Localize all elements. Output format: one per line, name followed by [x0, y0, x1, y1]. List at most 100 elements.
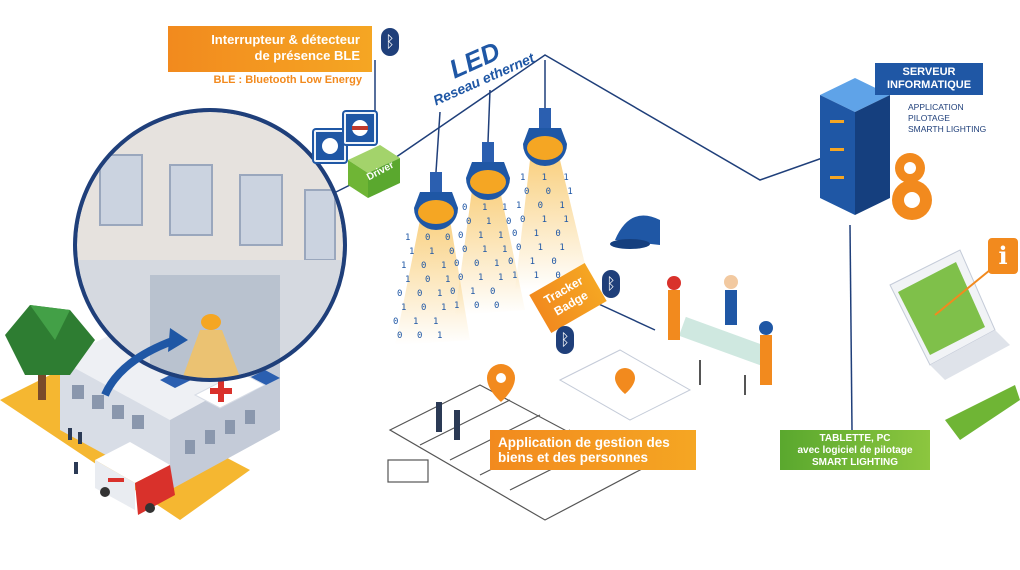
zoom-arrow: [101, 336, 177, 397]
binary-digit: 1: [478, 273, 483, 283]
binary-digit: 1: [563, 173, 568, 183]
smartphone: [558, 349, 692, 421]
bluetooth-icon-switch: ᛒ: [381, 28, 399, 56]
info-icon: i: [988, 238, 1018, 274]
binary-digit: 1: [405, 233, 410, 243]
tablet-device: [945, 385, 1020, 440]
ble-switch-title-line1: Interrupteur & détecteur: [211, 32, 360, 47]
binary-digit: 1: [498, 273, 503, 283]
binary-digit: 0: [546, 187, 551, 197]
binary-digit: 1: [478, 231, 483, 241]
binary-digit: 1: [445, 275, 450, 285]
binary-digit: 0: [393, 317, 398, 327]
server-title-line2: INFORMATIQUE: [886, 79, 972, 91]
binary-digit: 0: [538, 201, 543, 211]
binary-digit: 1: [401, 303, 406, 313]
binary-digit: 0: [494, 301, 499, 311]
led-bulb-3: [523, 108, 567, 166]
binary-digit: 1: [486, 217, 491, 227]
binary-digit: 1: [534, 271, 539, 281]
binary-digit: 1: [441, 303, 446, 313]
server-description: APPLICATION PILOTAGE SMARTH LIGHTING: [908, 102, 986, 135]
info-icon-glyph: i: [998, 241, 1008, 270]
binary-digit: 0: [516, 243, 521, 253]
binary-digit: 1: [538, 243, 543, 253]
binary-digit: 1: [482, 203, 487, 213]
binary-digit: 0: [508, 257, 513, 267]
light-beams: [395, 160, 590, 345]
binary-digit: 0: [397, 289, 402, 299]
binary-digit: 1: [530, 257, 535, 267]
plan-people: [436, 402, 460, 440]
bluetooth-icon-tracker: ᛒ: [602, 270, 620, 298]
binary-digit: 1: [563, 215, 568, 225]
binary-digit: 1: [429, 247, 434, 257]
driver-box: [348, 145, 400, 198]
badge-cap: [610, 215, 660, 249]
binary-digit: 0: [397, 331, 402, 341]
binary-digit: 1: [470, 287, 475, 297]
binary-digit: 0: [462, 203, 467, 213]
binary-digit: 1: [542, 215, 547, 225]
server-desc-line3: SMARTH LIGHTING: [908, 124, 987, 134]
binary-digit: 0: [458, 273, 463, 283]
binary-digit: 1: [405, 275, 410, 285]
tablet-line2: avec logiciel de pilotage: [797, 445, 913, 456]
binary-digit: 0: [462, 245, 467, 255]
binary-digit: 1: [498, 231, 503, 241]
ambulance: [95, 442, 175, 515]
ble-switch-label: Interrupteur & détecteur de présence BLE: [168, 26, 372, 72]
binary-digit: 1: [441, 261, 446, 271]
binary-digit: 0: [449, 247, 454, 257]
binary-digit: 1: [409, 247, 414, 257]
tablet-pc-label: TABLETTE, PC avec logiciel de pilotage S…: [780, 430, 930, 470]
binary-digit: 1: [502, 245, 507, 255]
tablet-line1: TABLETTE, PC: [819, 433, 891, 444]
ble-subtitle: BLE : Bluetooth Low Energy: [213, 74, 363, 86]
switch-button-on: [314, 130, 346, 162]
binary-digit: 1: [437, 289, 442, 299]
ble-switch-title-line2: de présence BLE: [254, 48, 361, 63]
binary-digit: 0: [551, 257, 556, 267]
server-stack: [820, 78, 932, 220]
binary-digit: 1: [413, 317, 418, 327]
binary-digit: 0: [450, 287, 455, 297]
binary-digit: 0: [474, 259, 479, 269]
binary-digit: 0: [445, 233, 450, 243]
app-label: Application de gestion des biens et des …: [490, 430, 696, 470]
tree: [5, 305, 95, 400]
server-label: SERVEUR INFORMATIQUE: [875, 63, 983, 95]
info-link: [934, 269, 991, 316]
app-line1: Application de gestion des: [498, 435, 670, 450]
led-bulb-1: [414, 172, 458, 230]
app-line2: biens et des personnes: [498, 450, 649, 465]
binary-digit: 1: [433, 317, 438, 327]
server-desc-line1: APPLICATION: [908, 102, 964, 112]
server-desc-line2: PILOTAGE: [908, 113, 950, 123]
switch-button-off: [344, 112, 376, 144]
binary-digit: 1: [437, 331, 442, 341]
binary-digit: 1: [567, 187, 572, 197]
led-bulb-2: [466, 142, 510, 200]
binary-digit: 0: [454, 259, 459, 269]
binary-digit: 0: [506, 217, 511, 227]
bluetooth-icon-phone: ᛒ: [556, 326, 574, 354]
binary-digit: 0: [417, 331, 422, 341]
binary-digit: 0: [555, 271, 560, 281]
binary-digit: 1: [559, 243, 564, 253]
binary-digit: 0: [490, 287, 495, 297]
tablet-line3: SMART LIGHTING: [811, 457, 899, 468]
binary-digit: 0: [466, 217, 471, 227]
pedestrians: [68, 428, 82, 474]
binary-digit: 1: [520, 173, 525, 183]
binary-digit: 1: [534, 229, 539, 239]
binary-digit: 0: [520, 215, 525, 225]
binary-digit: 1: [401, 261, 406, 271]
binary-digit: 0: [512, 229, 517, 239]
binary-digit: 0: [474, 301, 479, 311]
binary-digit: 0: [421, 261, 426, 271]
binary-digit: 1: [454, 301, 459, 311]
binary-digit: 1: [542, 173, 547, 183]
